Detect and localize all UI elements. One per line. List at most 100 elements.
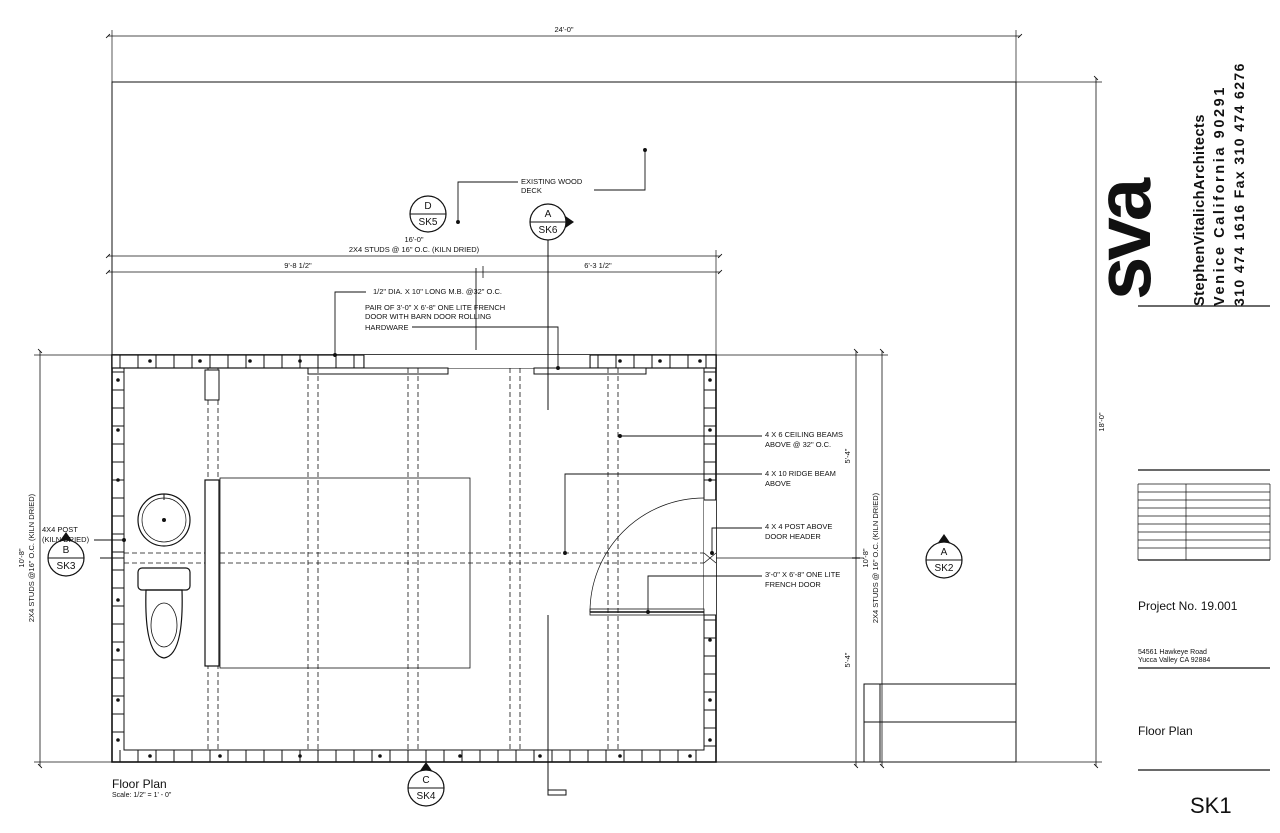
bolt-mark: [116, 698, 120, 702]
svg-text:SK5: SK5: [419, 217, 438, 228]
section-ref-a-sk6: A SK6: [529, 203, 574, 241]
project-address-2: Yucca Valley CA 92884: [1138, 657, 1210, 664]
drawing-title-block: Floor Plan Scale: 1/2" = 1' - 0": [112, 777, 172, 799]
bolt-mark: [708, 698, 712, 702]
bath-partition: [204, 369, 220, 667]
bolt-mark: [618, 359, 622, 363]
project-address-1: 54561 Hawkeye Road: [1138, 649, 1207, 656]
bolt-mark: [116, 738, 120, 742]
annotations: [94, 148, 762, 614]
lower-half-label: 5'-4": [843, 652, 852, 667]
french-door-swing: [589, 497, 717, 616]
bolt-mark: [658, 359, 662, 363]
bolt-mark: [116, 478, 120, 482]
bed-outline: [219, 477, 471, 669]
sheet-title: Floor Plan: [1138, 724, 1193, 738]
svg-text:(KILN DRIED): (KILN DRIED): [42, 535, 90, 544]
cabin-walls: [111, 354, 717, 763]
svg-text:D: D: [424, 201, 431, 212]
svg-text:SK3: SK3: [57, 561, 76, 572]
firm-address: Venice California 90291: [1212, 85, 1228, 306]
note-deck: EXISTING WOOD: [521, 177, 583, 186]
dimension-overall-depth: 18'-0": [1016, 75, 1106, 769]
left-height-note: 2X4 STUDS @16" O.C. (KILN DRIED): [27, 493, 36, 622]
svg-text:FRENCH DOOR: FRENCH DOOR: [765, 580, 821, 589]
dimension-overall-width: 24'-0": [105, 25, 1023, 39]
bolt-mark: [218, 754, 222, 758]
svg-text:A: A: [545, 209, 552, 220]
step-detail: [863, 683, 1017, 763]
toilet-fixture: [137, 567, 191, 659]
overall-width-label: 24'-0": [554, 25, 573, 34]
section-cut-lines: [100, 238, 567, 796]
bolt-mark: [298, 754, 302, 758]
svg-text:DECK: DECK: [521, 186, 542, 195]
drawing-title: Floor Plan: [112, 777, 167, 791]
note-post: 4 X 4 POST ABOVE: [765, 522, 832, 531]
cabin-width-label: 16'-0": [404, 235, 423, 244]
left-segment-label: 9'-8 1/2": [284, 261, 312, 270]
bolt-mark: [698, 359, 702, 363]
section-references: D SK5 A SK6 B SK3 A SK2 C: [47, 195, 963, 807]
bolt-mark: [458, 754, 462, 758]
section-ref-a-sk2: A SK2: [925, 534, 963, 579]
bolt-mark: [708, 378, 712, 382]
svg-text:DOOR WITH BARN DOOR ROLLING: DOOR WITH BARN DOOR ROLLING: [365, 312, 491, 321]
bolt-mark: [618, 754, 622, 758]
drawing-scale: Scale: 1/2" = 1' - 0": [112, 792, 172, 799]
right-segment-label: 6'-3 1/2": [584, 261, 612, 270]
bolt-mark: [298, 359, 302, 363]
right-height-note: 2X4 STUDS @ 16" O.C. (KILN DRIED): [871, 492, 880, 623]
section-ref-c: C SK4: [407, 762, 445, 807]
firm-name: StephenVitalichArchitects: [1192, 114, 1208, 306]
svg-text:SK6: SK6: [539, 225, 558, 236]
bolt-mark: [708, 428, 712, 432]
bolt-mark: [378, 754, 382, 758]
revision-table: [1137, 483, 1271, 561]
bolt-mark: [116, 598, 120, 602]
overall-depth-label: 18'-0": [1097, 412, 1106, 431]
note-bolt: 1/2" DIA. X 10" LONG M.B. @32" O.C.: [373, 287, 502, 296]
right-height-label: 10'-8": [861, 548, 870, 567]
note-door: PAIR OF 3'-0" X 6'-8" ONE LITE FRENCH: [365, 303, 505, 312]
svg-text:SK4: SK4: [417, 791, 436, 802]
bolt-mark: [688, 754, 692, 758]
bolt-mark: [116, 648, 120, 652]
section-ref-b: B SK3: [47, 532, 85, 577]
svg-text:A: A: [941, 547, 948, 558]
sink-fixture: [137, 493, 191, 547]
dimension-left-height: 10'-8" 2X4 STUDS @16" O.C. (KILN DRIED): [17, 348, 112, 769]
left-height-label: 10'-8": [17, 548, 26, 567]
note-ceiling-beams: 4 X 6 CEILING BEAMS: [765, 430, 843, 439]
bolt-mark: [116, 428, 120, 432]
svg-text:C: C: [422, 775, 429, 786]
firm-logo: SVA: [1079, 177, 1167, 300]
note-ridge-beam: 4 X 10 RIDGE BEAM: [765, 469, 836, 478]
wall-stud-marks: [112, 355, 716, 762]
note-4x4-post: 4X4 POST: [42, 525, 78, 534]
project-number: Project No. 19.001: [1138, 599, 1238, 613]
svg-text:B: B: [63, 545, 70, 556]
bolt-mark: [148, 754, 152, 758]
bolt-mark: [708, 638, 712, 642]
svg-text:DOOR HEADER: DOOR HEADER: [765, 532, 821, 541]
bolt-mark: [538, 754, 542, 758]
svg-text:SK2: SK2: [935, 563, 954, 574]
dimension-cabin-width: 16'-0" 2X4 STUDS @ 16" O.C. (KILN DRIED): [105, 235, 723, 355]
bolt-mark: [198, 359, 202, 363]
bolt-mark: [148, 359, 152, 363]
ceiling-beams: [124, 368, 704, 750]
bolt-mark: [116, 378, 120, 382]
dimension-right-height: 5'-4" 5'-4" 10'-8" 2X4 STUDS @ 16" O.C. …: [716, 348, 888, 769]
sheet-number: SK1: [1190, 793, 1232, 818]
bolt-mark: [708, 738, 712, 742]
barn-doors: [307, 367, 647, 375]
section-ref-d: D SK5: [409, 195, 447, 233]
upper-half-label: 5'-4": [843, 448, 852, 463]
dimension-segments: 9'-8 1/2" 6'-3 1/2": [105, 261, 723, 278]
svg-text:ABOVE @ 32" O.C.: ABOVE @ 32" O.C.: [765, 440, 831, 449]
bolt-mark: [708, 478, 712, 482]
bolt-mark: [248, 359, 252, 363]
